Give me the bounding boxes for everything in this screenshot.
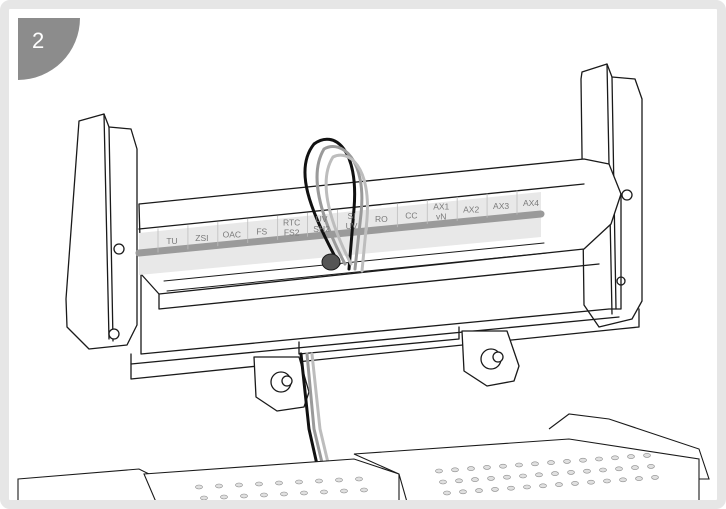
terminal-label: vN — [436, 212, 446, 222]
tray-hole — [487, 476, 495, 481]
tray-hole — [451, 467, 459, 473]
tray-hole — [523, 484, 531, 490]
terminal-label: UV — [346, 221, 358, 231]
tray-hole — [255, 481, 263, 487]
left-side-bracket — [65, 113, 138, 350]
tray-hole — [280, 491, 288, 497]
terminal-label: FS2 — [284, 227, 300, 237]
tray-hole — [651, 475, 659, 480]
tray-hole — [355, 476, 363, 482]
tray-hole — [295, 479, 303, 485]
tray-hole — [439, 479, 447, 485]
tray-hole — [507, 485, 515, 491]
tray-hole — [583, 468, 591, 474]
terminal-label: UV — [316, 214, 328, 224]
tray-hole — [647, 464, 655, 469]
tray-hole — [335, 477, 343, 483]
tray-hole — [611, 455, 619, 461]
tray-hole — [467, 466, 475, 471]
tray-hole — [503, 474, 511, 480]
tray-hole — [240, 493, 248, 499]
terminal-label: AX1 — [433, 202, 449, 212]
tray-hole — [567, 470, 575, 475]
tray-hole — [220, 494, 228, 500]
tray-hole — [571, 481, 579, 486]
tray-hole — [483, 465, 491, 470]
tray-hole — [579, 457, 587, 463]
tray-hole — [531, 461, 539, 467]
step-number: 2 — [32, 28, 45, 53]
tray-hole — [539, 483, 547, 489]
tray-hole — [535, 472, 543, 478]
tray-hole — [260, 492, 268, 498]
terminal-label: ZSI — [195, 233, 208, 243]
terminal-label: SH2 — [313, 224, 330, 234]
tray-hole — [619, 477, 627, 483]
tray-hole — [627, 454, 635, 459]
tray-hole — [515, 462, 523, 468]
tray-hole — [200, 495, 208, 500]
terminal-label: AX2 — [463, 204, 479, 214]
tray-hole — [491, 487, 499, 492]
tray-hole — [643, 453, 651, 458]
tray-hole — [555, 482, 563, 487]
terminal-label: TU — [166, 236, 177, 246]
tray-hole — [603, 478, 611, 484]
terminal-label: AX3 — [493, 201, 509, 211]
tray-hole — [443, 490, 451, 496]
terminal-label: CC — [405, 211, 417, 221]
tray-hole — [615, 466, 623, 472]
tray-hole — [563, 459, 571, 464]
tray-hole — [599, 467, 607, 473]
tray-hole — [300, 490, 308, 496]
tray-hole — [459, 489, 467, 495]
terminal-label: RO — [375, 214, 388, 224]
lower-clip-right — [461, 330, 520, 387]
step-badge: 2 — [18, 18, 80, 80]
tray-hole — [360, 487, 368, 493]
terminal-label: RTC — [283, 217, 300, 227]
tray-hole — [435, 468, 443, 474]
tray-hole — [631, 465, 639, 470]
tray-hole — [547, 460, 555, 465]
tray-hole — [635, 476, 643, 481]
tray-hole — [340, 488, 348, 494]
terminal-label: FS — [256, 227, 267, 237]
tray-hole — [519, 473, 527, 479]
bottom-trays — [17, 413, 710, 500]
tray-holes — [195, 453, 659, 500]
terminal-label: AX4 — [523, 198, 539, 208]
tray-hole — [551, 471, 559, 476]
terminal-teeth — [163, 242, 548, 292]
tray-hole — [320, 489, 328, 495]
tray-hole — [499, 463, 507, 469]
tray-hole — [455, 478, 463, 484]
tray-hole — [215, 483, 223, 489]
tray-hole — [195, 484, 203, 490]
tray-hole — [471, 477, 479, 482]
tray-hole — [275, 480, 283, 486]
tray-hole — [315, 478, 323, 484]
tray-hole — [595, 456, 603, 462]
lower-clip-left — [253, 356, 310, 412]
tray-hole — [475, 488, 483, 493]
terminal-label: OAC — [223, 230, 241, 240]
tray-hole — [587, 479, 595, 485]
terminal-label: SI — [347, 211, 355, 221]
tray-hole — [235, 482, 243, 488]
